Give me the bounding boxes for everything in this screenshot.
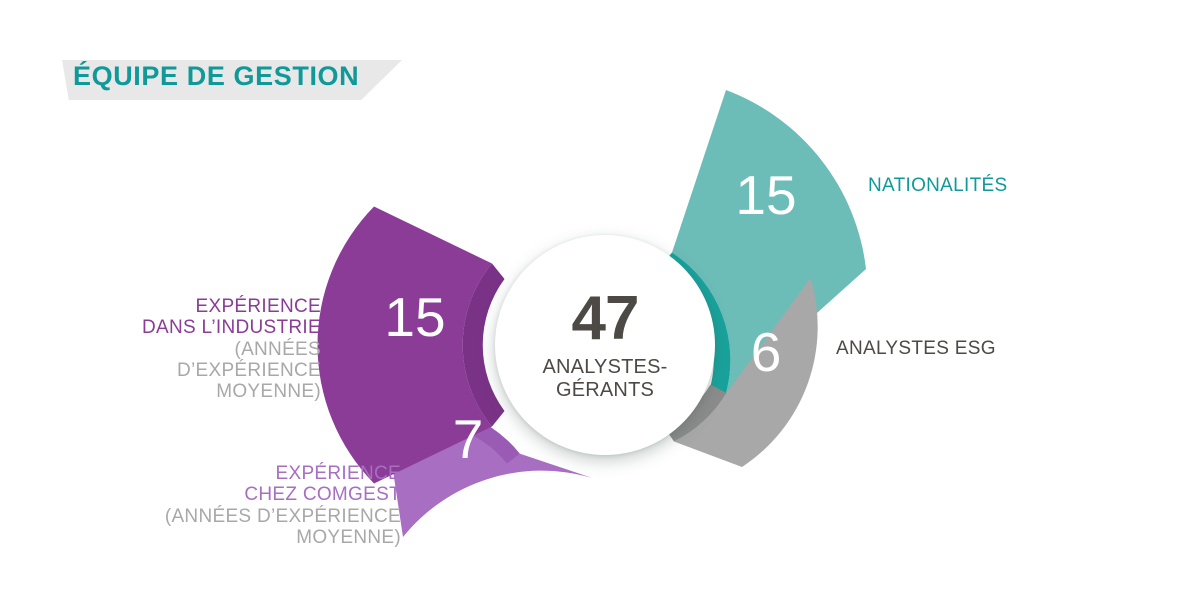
segment-analystes-esg-body[interactable] <box>674 278 818 467</box>
segment-label-analystes-esg: ANALYSTES ESG <box>836 338 996 359</box>
page-title: ÉQUIPE DE GESTION <box>73 61 360 91</box>
segment-label-experience-industrie-line-1: EXPÉRIENCE <box>195 296 321 317</box>
segment-experience-industrie-body[interactable] <box>317 206 492 484</box>
segment-label-experience-comgest-line-1: EXPÉRIENCE <box>275 463 401 484</box>
page-title-banner: ÉQUIPE DE GESTION <box>62 60 402 100</box>
segment-value-experience-industrie: 15 <box>384 286 446 348</box>
segment-label-nationalites: NATIONALITÉS <box>868 175 1007 196</box>
segment-label-analystes-esg-text: ANALYSTES ESG <box>836 338 996 359</box>
segment-sublabel-experience-industrie-line-3: MOYENNE) <box>216 381 321 403</box>
segment-label-experience-industrie: EXPÉRIENCE DANS L’INDUSTRIE (ANNÉES D’EX… <box>20 296 321 402</box>
banner-background-shape <box>62 60 402 100</box>
segment-sublabel-experience-comgest-line-2: MOYENNE) <box>296 526 401 548</box>
center-caption-line-2: GÉRANTS <box>555 379 655 401</box>
center-value: 47 <box>571 283 640 353</box>
segment-sublabel-experience-comgest-line-1: (ANNÉES D’EXPÉRIENCE <box>164 505 401 527</box>
segment-value-analystes-esg: 6 <box>750 321 782 383</box>
segment-analystes-esg[interactable] <box>664 278 818 467</box>
segment-label-experience-comgest-line-2: CHEZ COMGEST <box>244 484 401 506</box>
segment-nationalites-body[interactable] <box>672 90 866 395</box>
segment-label-experience-industrie-line-2: DANS L’INDUSTRIE <box>141 317 321 339</box>
segment-label-nationalites-text: NATIONALITÉS <box>868 175 1008 196</box>
segment-value-experience-comgest: 7 <box>452 408 484 470</box>
segment-sublabel-experience-industrie-line-1: (ANNÉES <box>234 338 321 360</box>
segment-value-nationalites: 15 <box>735 164 797 226</box>
segment-label-experience-comgest: EXPÉRIENCE CHEZ COMGEST (ANNÉES D’EXPÉRI… <box>20 463 401 548</box>
segment-experience-industrie[interactable] <box>317 206 505 484</box>
segment-experience-industrie-accent-arc <box>462 263 505 427</box>
center-caption-line-1: ANALYSTES- <box>542 355 668 378</box>
segment-analystes-esg-accent-arc <box>664 384 727 442</box>
center-caption: ANALYSTES- GÉRANTS <box>543 356 668 402</box>
center-summary-disc: 47 ANALYSTES- GÉRANTS <box>495 235 715 455</box>
segment-sublabel-experience-industrie-line-2: D’EXPÉRIENCE <box>176 359 321 381</box>
